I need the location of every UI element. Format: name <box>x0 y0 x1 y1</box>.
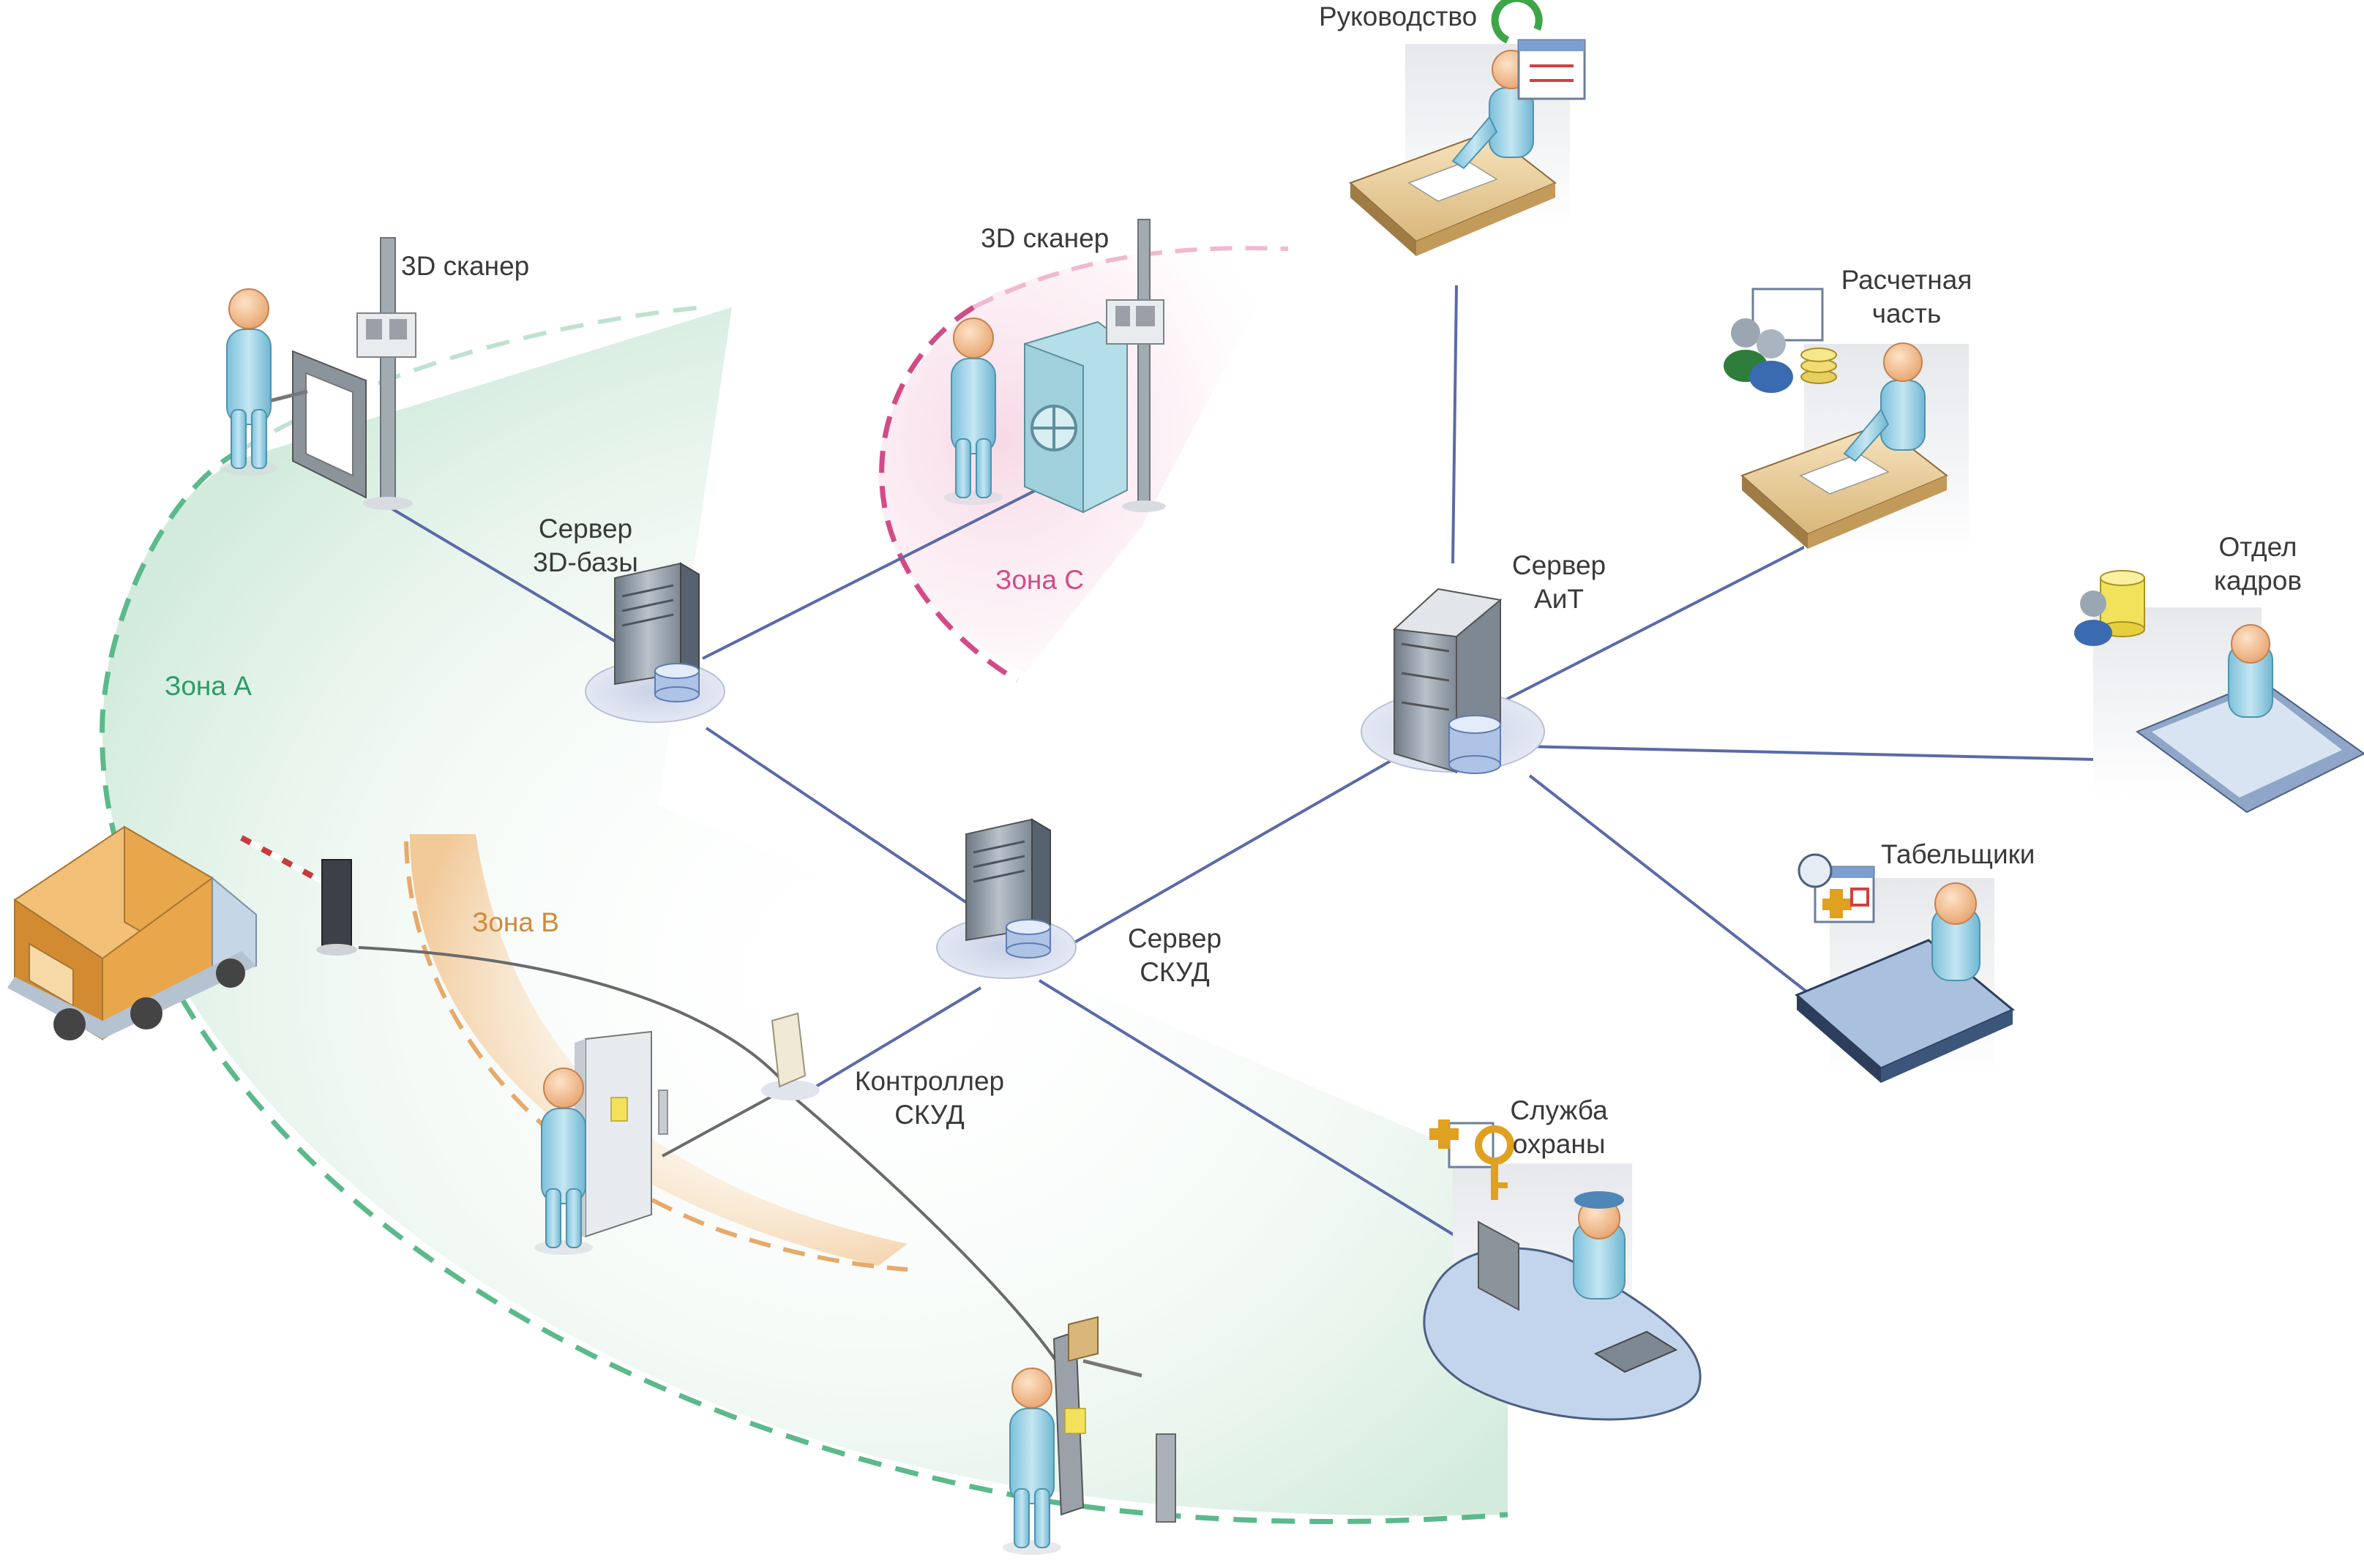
server-icon <box>935 818 1077 980</box>
scanner-stand-icon <box>1106 219 1166 512</box>
management-label: Руководство <box>1319 1 1478 31</box>
barrier-icon <box>240 835 357 956</box>
zone-c-label: Зона С <box>995 565 1084 595</box>
scanner-stand-icon <box>356 237 416 510</box>
scanner-2-label: 3D сканер <box>981 223 1110 253</box>
scanner-1-label: 3D сканер <box>401 251 530 281</box>
workstation-icon <box>2135 624 2364 814</box>
zone-a-label: Зона А <box>165 671 252 701</box>
workstation-icon <box>1423 1191 1702 1421</box>
hr-label: Отдел кадров <box>2214 532 2302 596</box>
controller-icon <box>761 1012 820 1100</box>
coins-icon <box>1800 348 1837 384</box>
controller-label: Контроллер СКУД <box>854 1066 1005 1130</box>
server-3d-label: Сервер 3D-базы <box>533 514 638 577</box>
database-icon <box>1448 715 1501 774</box>
accounting-workstation <box>1724 288 1969 556</box>
network-links <box>390 285 2160 1238</box>
accounting-label: Расчетная часть <box>1841 265 1972 329</box>
safe-icon <box>1024 320 1128 514</box>
database-icon <box>2074 570 2145 646</box>
server-ait-label: Сервер АиТ <box>1511 550 1606 614</box>
turnstile-icon <box>1052 1316 1176 1523</box>
calendar-icon <box>1798 853 1875 923</box>
zone-a <box>100 305 1508 1525</box>
timekeepers-label: Табельщики <box>1881 839 2035 869</box>
hr-workstation <box>2074 570 2364 814</box>
scanner-2-group <box>943 219 1166 514</box>
server-ait <box>1361 588 1545 774</box>
users-icon <box>1724 288 1824 393</box>
security-label: Служба охраны <box>1510 1095 1608 1159</box>
zone-b-label: Зона В <box>472 907 559 937</box>
timekeepers-workstation <box>1795 853 2015 1083</box>
controller-wires <box>358 946 1063 1370</box>
scanner-1-group <box>219 237 416 510</box>
turnstile-icon <box>263 350 367 499</box>
workstation-icon <box>1795 882 2015 1083</box>
management-workstation <box>1350 0 1586 257</box>
truck-icon <box>7 825 257 1040</box>
security-workstation <box>1423 1119 1702 1421</box>
calendar-icon <box>1491 0 1586 100</box>
server-skud-label: Сервер СКУД <box>1127 923 1222 987</box>
key-icon <box>1429 1119 1514 1200</box>
server-skud <box>935 818 1077 980</box>
